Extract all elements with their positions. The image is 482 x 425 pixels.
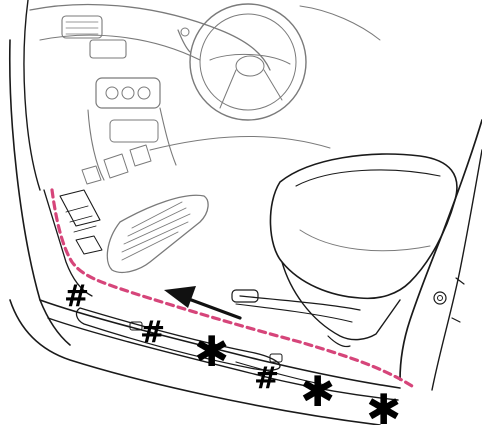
star-marker: ✱ [366, 385, 401, 425]
door-frame-right [400, 120, 482, 390]
hash-marker: # [64, 279, 89, 314]
steering-wheel [190, 4, 380, 120]
hash-marker: # [140, 315, 165, 350]
carpet-edge [150, 136, 330, 150]
star-marker: ✱ [194, 327, 229, 376]
driver-seat [232, 154, 457, 346]
star-marker: ✱ [300, 367, 335, 416]
floor-mat [107, 195, 208, 272]
hash-marker: # [254, 361, 279, 396]
dashboard [10, 0, 270, 345]
harness-route-line [52, 190, 412, 386]
